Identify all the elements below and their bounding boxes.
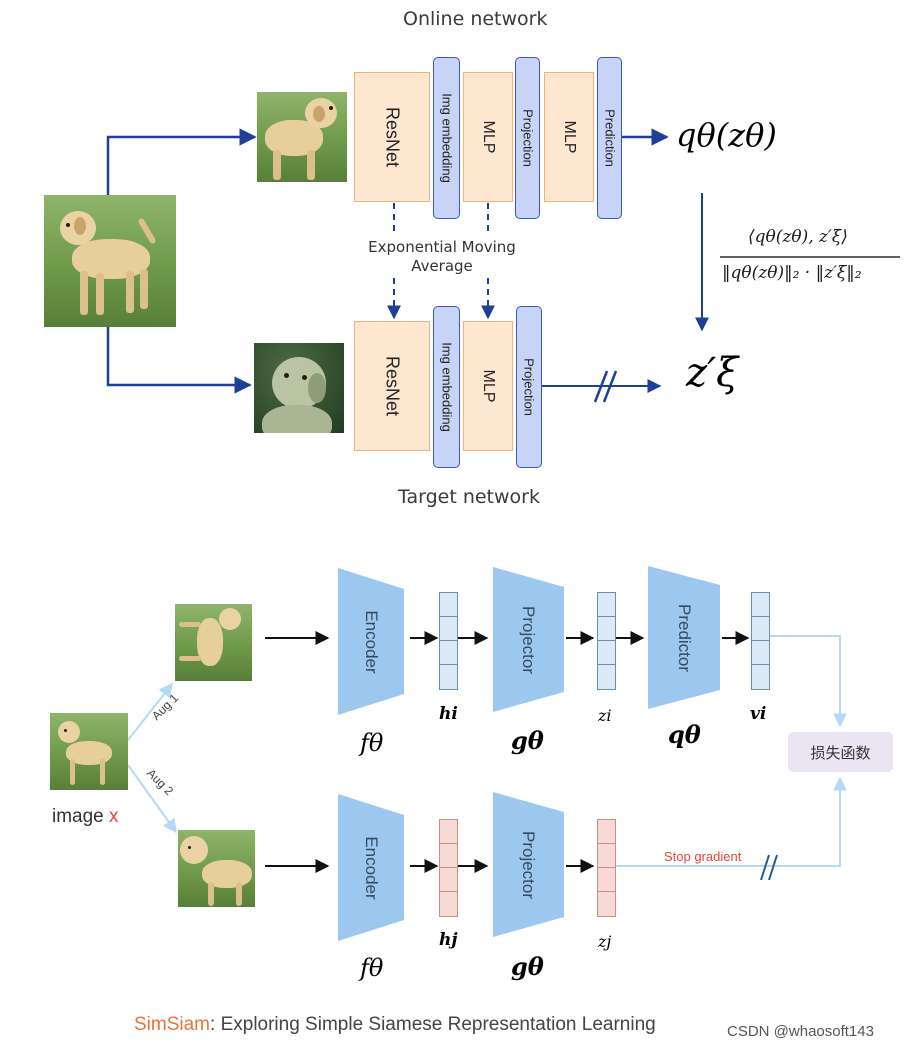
target-resnet-block: ResNet — [354, 321, 430, 451]
target-img-embedding-label: Img embedding — [439, 342, 454, 432]
projector-trapezoid-1 — [493, 567, 564, 712]
input-dog-photo — [44, 195, 176, 327]
stopgrad-slash-2 — [768, 854, 778, 881]
online-mlp2-block: MLP — [544, 72, 594, 202]
stopgrad-slash-1 — [760, 854, 770, 881]
caption-text: : Exploring Simple Siamese Representatio… — [210, 1014, 656, 1035]
predictor-trapezoid — [648, 566, 720, 709]
stop-slash-2 — [602, 370, 618, 403]
online-resnet-label: ResNet — [382, 106, 403, 168]
feature-vector-z-i — [597, 592, 616, 690]
target-resnet-label: ResNet — [382, 355, 403, 417]
image-label-word: image — [52, 806, 104, 827]
watermark: CSDN @whaosoft143 — [727, 1023, 874, 1040]
encoder-label-2: Encoder — [362, 836, 381, 900]
online-prediction-block: Prediction — [597, 57, 622, 219]
feature-vector-h-j — [439, 819, 458, 917]
similarity-denominator: ‖qθ(zθ)‖₂ · ‖z′ξ‖₂ — [722, 263, 862, 283]
online-network-title: Online network — [403, 8, 548, 30]
caption: SimSiam: Exploring Simple Siamese Repres… — [134, 1014, 656, 1036]
h-i-label: hi — [439, 704, 458, 724]
ema-label-line1: Exponential Moving — [368, 238, 516, 256]
target-output-math: z′ξ — [686, 350, 739, 396]
aug1-arrow — [127, 682, 173, 741]
online-mlp2-label: MLP — [561, 120, 578, 154]
target-network-title: Target network — [398, 486, 540, 508]
aug2-arrow — [127, 764, 177, 834]
loss-function-label: 损失函数 — [810, 743, 871, 762]
image-x-label: image x — [52, 806, 119, 828]
ema-label-line2: Average — [411, 257, 473, 275]
target-mlp-label: MLP — [480, 369, 497, 403]
target-projection-block: Projection — [516, 306, 542, 468]
online-aug-dog-photo — [257, 92, 347, 182]
z-i-label: zi — [598, 706, 612, 725]
f-theta-label-2: fθ — [360, 954, 384, 982]
online-projection-block: Projection — [515, 57, 540, 219]
stop-slash-1 — [593, 370, 609, 403]
target-projection-label: Projection — [521, 358, 537, 416]
online-mlp1-block: MLP — [463, 72, 513, 202]
online-resnet-block: ResNet — [354, 72, 430, 202]
image-var-x: x — [109, 806, 119, 827]
encoder-trapezoid-2 — [338, 794, 404, 941]
branch-arrow-target — [106, 325, 252, 394]
v-i-label: vi — [750, 704, 767, 724]
feature-vector-h-i — [439, 592, 458, 690]
projector-label-1: Projector — [519, 605, 538, 675]
caption-brand: SimSiam — [134, 1014, 211, 1035]
stop-gradient-label: Stop gradient — [664, 849, 742, 864]
online-projection-label: Projection — [520, 109, 535, 167]
online-img-embedding-label: Img embedding — [439, 93, 454, 183]
online-img-embedding-block: Img embedding — [433, 57, 460, 219]
g-theta-label-1: gθ — [511, 726, 544, 755]
feature-vector-z-j — [597, 819, 616, 917]
arrow-stopgrad-loss — [616, 776, 847, 867]
target-mlp-block: MLP — [463, 321, 513, 451]
predictor-label: Predictor — [675, 603, 694, 673]
f-theta-label-1: fθ — [360, 729, 384, 757]
projector-label-2: Projector — [519, 830, 538, 900]
branch-arrow-online — [106, 128, 257, 195]
target-aug-dog-photo — [254, 343, 344, 433]
feature-vector-v-i — [751, 592, 770, 690]
online-output-math: qθ(zθ) — [676, 116, 777, 154]
encoder-trapezoid-1 — [338, 568, 404, 715]
simsiam-aug1-photo — [175, 604, 252, 681]
loss-function-box: 损失函数 — [788, 732, 893, 772]
simsiam-aug2-photo — [178, 830, 255, 907]
h-j-label: hj — [439, 930, 458, 950]
g-theta-label-2: gθ — [511, 952, 544, 981]
simsiam-input-photo — [50, 713, 128, 790]
online-mlp1-label: MLP — [480, 120, 497, 154]
ema-label: Exponential Moving Average — [356, 238, 528, 276]
projector-trapezoid-2 — [493, 792, 564, 937]
online-prediction-label: Prediction — [602, 109, 617, 167]
z-j-label: zj — [598, 932, 612, 951]
encoder-label-1: Encoder — [362, 610, 381, 674]
target-img-embedding-block: Img embedding — [433, 306, 460, 468]
arrow-v-loss — [770, 635, 847, 728]
q-theta-label: qθ — [668, 720, 701, 749]
similarity-numerator: ⟨qθ(zθ), z′ξ⟩ — [748, 227, 848, 247]
